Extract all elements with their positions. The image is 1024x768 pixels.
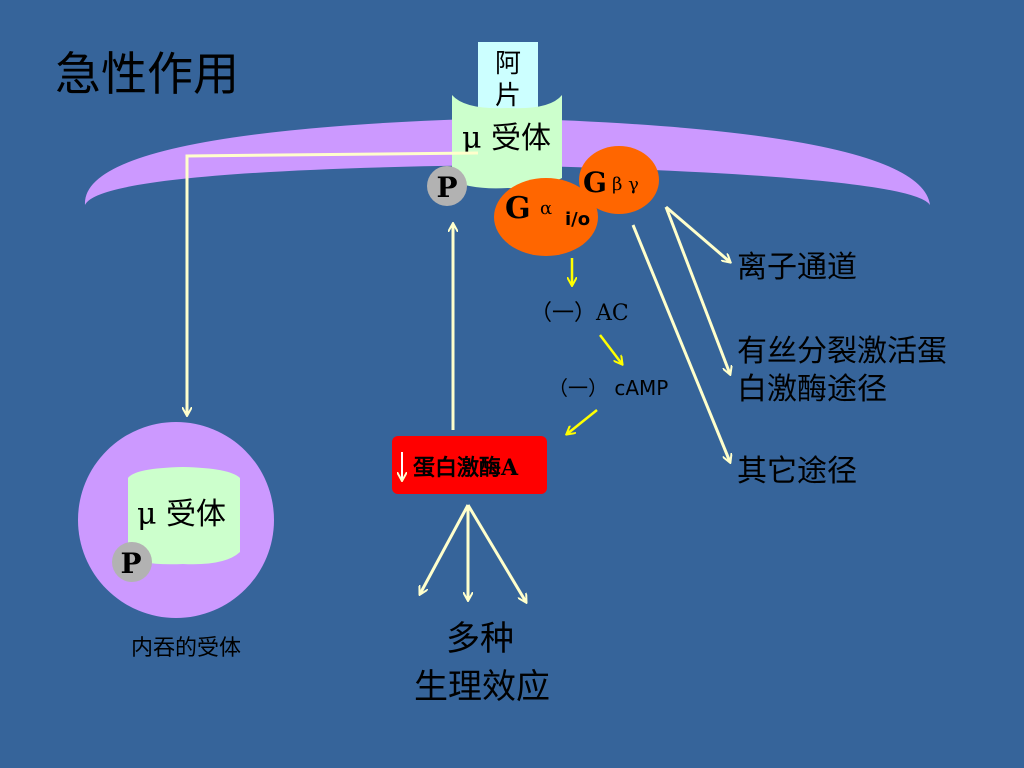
- mapk-label-line2: 白激酶途径: [737, 372, 887, 407]
- pka-effect-arrow-right: [466, 504, 526, 602]
- pka-effect-arrow-left: [420, 504, 470, 594]
- internal-phosphate-circle: [112, 542, 152, 582]
- phosphate-circle: [427, 166, 467, 206]
- internal-mu-receptor: [128, 467, 240, 565]
- g-alpha-io: [494, 178, 598, 256]
- effects-line2: 生理效应: [414, 667, 550, 707]
- internal-mu-receptor-label: μ 受体: [137, 497, 226, 532]
- to-mapk-arrow: [664, 206, 730, 374]
- opium-molecule: [478, 42, 538, 110]
- g-beta-gamma: [579, 146, 659, 214]
- ac-to-camp-arrow: [599, 334, 622, 364]
- g-beta-gamma-g: G: [583, 166, 607, 199]
- mu-receptor-label: μ 受体: [462, 121, 551, 156]
- g-beta-gamma-sub: β γ: [612, 174, 639, 195]
- g-alpha-g: G: [505, 191, 531, 226]
- mapk-label-line1: 有丝分裂激活蛋: [737, 334, 947, 369]
- endocytosis-arrow: [187, 151, 479, 415]
- internal-phosphate-label: P: [120, 547, 141, 580]
- mu-receptor: [452, 95, 562, 189]
- opium-label-line2: 片: [495, 81, 521, 111]
- effects-line1: 多种: [446, 619, 514, 659]
- to-ion-channel-arrow: [665, 205, 730, 262]
- ion-channel-label: 离子通道: [737, 250, 857, 285]
- internalized-receptor-label: 内吞的受体: [131, 636, 241, 661]
- phosphate-label: P: [436, 171, 457, 204]
- camp-to-pka-arrow: [567, 409, 598, 434]
- camp-label: （一） cAMP: [548, 376, 668, 400]
- other-pathways-label: 其它途径: [737, 454, 857, 489]
- to-other-arrow: [631, 224, 730, 462]
- slide-title: 急性作用: [55, 47, 239, 101]
- g-alpha-alpha: α: [540, 198, 552, 219]
- pka-box: [392, 436, 547, 494]
- g-alpha-sub: i/o: [565, 209, 590, 230]
- opium-label-line1: 阿: [495, 49, 521, 79]
- pka-label: 蛋白激酶A: [413, 455, 519, 481]
- ac-label: （一）AC: [530, 301, 629, 326]
